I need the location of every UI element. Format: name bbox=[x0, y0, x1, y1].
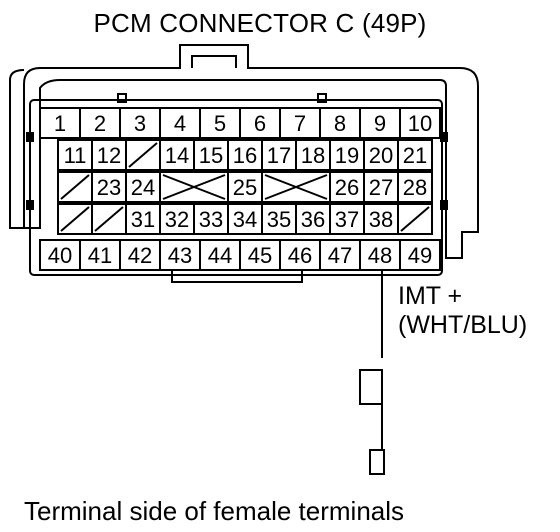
terminal-number: 41 bbox=[88, 243, 112, 268]
terminal-number: 14 bbox=[165, 143, 189, 168]
terminal-number: 4 bbox=[174, 111, 186, 136]
terminal-cell bbox=[329, 203, 365, 235]
blank-terminal-mark bbox=[400, 206, 430, 232]
terminal-number: 45 bbox=[248, 243, 272, 268]
terminal-number: 18 bbox=[301, 143, 325, 168]
terminal-number: 44 bbox=[208, 243, 232, 268]
terminal-cell bbox=[57, 139, 93, 171]
blank-terminal-mark bbox=[60, 206, 90, 232]
terminal-number: 17 bbox=[267, 143, 291, 168]
terminal-number: 33 bbox=[199, 207, 223, 232]
latch-tab bbox=[191, 55, 237, 68]
connector-left-flange bbox=[9, 69, 25, 229]
terminal-number: 24 bbox=[131, 175, 155, 200]
terminal-cell bbox=[397, 171, 433, 203]
terminal-number: 31 bbox=[131, 207, 155, 232]
terminal-number: 49 bbox=[408, 243, 432, 268]
terminal-number: 26 bbox=[335, 175, 359, 200]
terminal-cell bbox=[295, 203, 331, 235]
terminal-number: 27 bbox=[369, 175, 393, 200]
terminal-number: 46 bbox=[288, 243, 312, 268]
terminal-number: 10 bbox=[408, 111, 432, 136]
terminal-cell bbox=[399, 239, 441, 271]
terminal-cell bbox=[193, 139, 229, 171]
terminal-number: 1 bbox=[54, 111, 66, 136]
terminal-number: 15 bbox=[199, 143, 223, 168]
top-notch-left bbox=[117, 93, 127, 103]
terminal-number: 9 bbox=[374, 111, 386, 136]
side-lock-left-top bbox=[26, 132, 34, 142]
terminal-cell bbox=[239, 239, 281, 271]
terminal-cell bbox=[125, 171, 161, 203]
terminal-number: 3 bbox=[134, 111, 146, 136]
terminal-number: 6 bbox=[254, 111, 266, 136]
terminal-number: 23 bbox=[97, 175, 121, 200]
terminal-number: 42 bbox=[128, 243, 152, 268]
blank-terminal-mark bbox=[60, 174, 90, 200]
terminal-number: 32 bbox=[165, 207, 189, 232]
terminal-cell bbox=[399, 107, 441, 139]
terminal-number: 8 bbox=[334, 111, 346, 136]
test-probe-body bbox=[359, 369, 383, 405]
terminal-cell bbox=[227, 139, 263, 171]
side-lock-right-top bbox=[440, 132, 448, 142]
callout-signal: IMT + bbox=[398, 282, 463, 310]
cross-mark bbox=[162, 174, 226, 200]
terminal-number: 16 bbox=[233, 143, 257, 168]
terminal-number: 47 bbox=[328, 243, 352, 268]
terminal-number: 5 bbox=[214, 111, 226, 136]
terminal-cell bbox=[39, 239, 81, 271]
test-probe-tip bbox=[369, 449, 385, 475]
terminal-number: 38 bbox=[369, 207, 393, 232]
side-lock-left-bottom bbox=[26, 200, 34, 210]
terminal-frame bbox=[29, 99, 443, 276]
terminal-cell bbox=[319, 239, 361, 271]
terminal-cell bbox=[159, 107, 201, 139]
terminal-number: 12 bbox=[97, 143, 121, 168]
terminal-cell bbox=[239, 107, 281, 139]
blank-terminal-mark bbox=[94, 206, 124, 232]
callout-wire-color: (WHT/BLU) bbox=[398, 311, 528, 339]
cross-mark bbox=[264, 174, 328, 200]
terminal-cell bbox=[295, 139, 331, 171]
terminal-number: 7 bbox=[294, 111, 306, 136]
bottom-key bbox=[171, 270, 303, 283]
terminal-number: 36 bbox=[301, 207, 325, 232]
terminal-cell bbox=[261, 203, 297, 235]
terminal-cell bbox=[193, 203, 229, 235]
terminal-number: 43 bbox=[168, 243, 192, 268]
terminal-number: 11 bbox=[64, 143, 87, 168]
terminal-cell bbox=[159, 139, 195, 171]
terminal-number: 2 bbox=[94, 111, 106, 136]
side-lock-right-bottom bbox=[440, 200, 448, 210]
terminal-cell bbox=[199, 107, 241, 139]
connector-housing bbox=[23, 44, 479, 259]
terminal-number: 40 bbox=[48, 243, 72, 268]
blank-terminal-mark bbox=[128, 142, 158, 168]
terminal-cell bbox=[125, 203, 161, 235]
terminal-number: 48 bbox=[368, 243, 392, 268]
terminal-number: 25 bbox=[233, 175, 257, 200]
terminal-number: 34 bbox=[233, 207, 257, 232]
diagram-title: PCM CONNECTOR C (49P) bbox=[93, 8, 427, 38]
terminal-cell bbox=[261, 139, 297, 171]
terminal-cell bbox=[397, 139, 433, 171]
terminal-number: 35 bbox=[267, 207, 291, 232]
terminal-number: 20 bbox=[369, 143, 393, 168]
terminal-cell bbox=[199, 239, 241, 271]
terminal-cell bbox=[279, 107, 321, 139]
terminal-cell bbox=[91, 139, 127, 171]
terminal-cell bbox=[359, 107, 401, 139]
terminal-number: 19 bbox=[335, 143, 359, 168]
terminal-number: 21 bbox=[403, 143, 427, 168]
diagram-footer: Terminal side of female terminals bbox=[24, 496, 405, 526]
top-notch-right bbox=[317, 93, 327, 103]
terminal-number: 28 bbox=[403, 175, 427, 200]
terminal-cell bbox=[119, 239, 161, 271]
callout-label: IMT + (WHT/BLU) bbox=[398, 282, 527, 340]
terminal-cell bbox=[39, 107, 81, 139]
terminal-number: 37 bbox=[335, 207, 359, 232]
